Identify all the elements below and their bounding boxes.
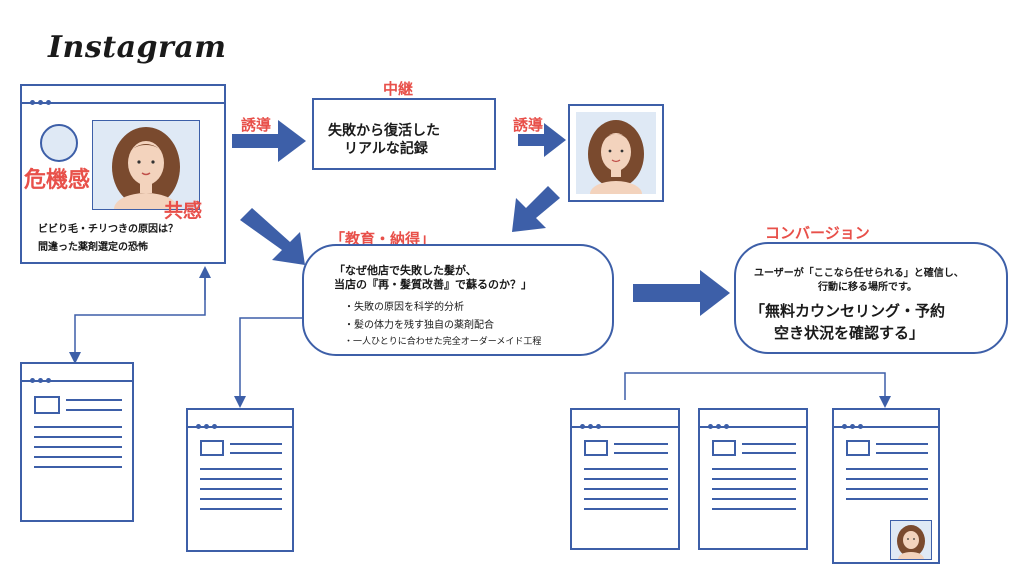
conversion-desc-2: 行動に移る場所です。 — [818, 282, 917, 293]
relay-box: 失敗から復活した リアルな記録 — [312, 98, 496, 170]
big-arrow-5 — [633, 270, 730, 316]
relay-photo-frame — [568, 104, 664, 202]
post-caption-2: 間違った薬剤選定の恐怖 — [38, 242, 148, 253]
conversion-cta-1: 「無料カウンセリング・予約 — [750, 302, 946, 320]
wireframe-page-2 — [186, 408, 294, 552]
education-bubble: 「なぜ他店で失敗した髪が、 当店の『再・髪質改善』で蘇るのか？」 ・失敗の原因を… — [302, 244, 614, 356]
relay-heading: 中継 — [383, 80, 414, 98]
arrow-label-2: 誘導 — [513, 116, 544, 134]
conversion-bubble: ユーザーが「ここなら任せられる」と確信し、 行動に移る場所です。 「無料カウンセ… — [734, 242, 1008, 354]
conversion-heading: コンバージョン — [765, 224, 870, 242]
big-arrow-3 — [240, 208, 305, 265]
wireframe-page-1 — [20, 362, 134, 522]
instagram-post-window: 危機感 共感 ビビり毛・チリつきの原因は？ 間違った薬剤選定の恐怖 — [20, 84, 226, 264]
education-bullet-2: ・髪の体力を残す独自の薬剤配合 — [344, 320, 494, 331]
education-bullet-1: ・失敗の原因を科学的分析 — [344, 302, 464, 313]
conversion-desc-1: ユーザーが「ここなら任せられる」と確信し、 — [754, 268, 964, 279]
wireframe-page-4 — [698, 408, 808, 550]
instagram-logo: Instagram — [48, 30, 227, 65]
woman-illustration — [576, 112, 656, 194]
education-heading: 「教育・納得」 — [330, 230, 436, 248]
wireframe-page-3 — [570, 408, 680, 550]
woman-illustration — [93, 121, 199, 209]
big-arrow-4 — [512, 186, 560, 232]
wireframe-photo — [890, 520, 932, 560]
woman-illustration — [891, 521, 931, 559]
post-photo — [92, 120, 200, 210]
wireframe-page-5 — [832, 408, 940, 564]
empathy-badge: 共感 — [164, 200, 203, 222]
education-quote-1: 「なぜ他店で失敗した髪が、 — [334, 264, 477, 277]
danger-badge: 危機感 — [24, 168, 91, 193]
relay-photo — [576, 112, 656, 194]
conversion-cta-2: 空き状況を確認する」 — [774, 324, 925, 342]
post-caption-1: ビビり毛・チリつきの原因は？ — [38, 224, 178, 235]
arrow-label-1: 誘導 — [241, 116, 272, 134]
relay-text-1: 失敗から復活した — [328, 123, 440, 139]
education-bullet-3: ・一人ひとりに合わせた完全オーダーメイド工程 — [344, 337, 542, 347]
education-quote-2: 当店の『再・髪質改善』で蘇るのか？」 — [334, 278, 532, 291]
relay-text-2: リアルな記録 — [344, 141, 428, 157]
avatar-circle — [40, 124, 78, 162]
